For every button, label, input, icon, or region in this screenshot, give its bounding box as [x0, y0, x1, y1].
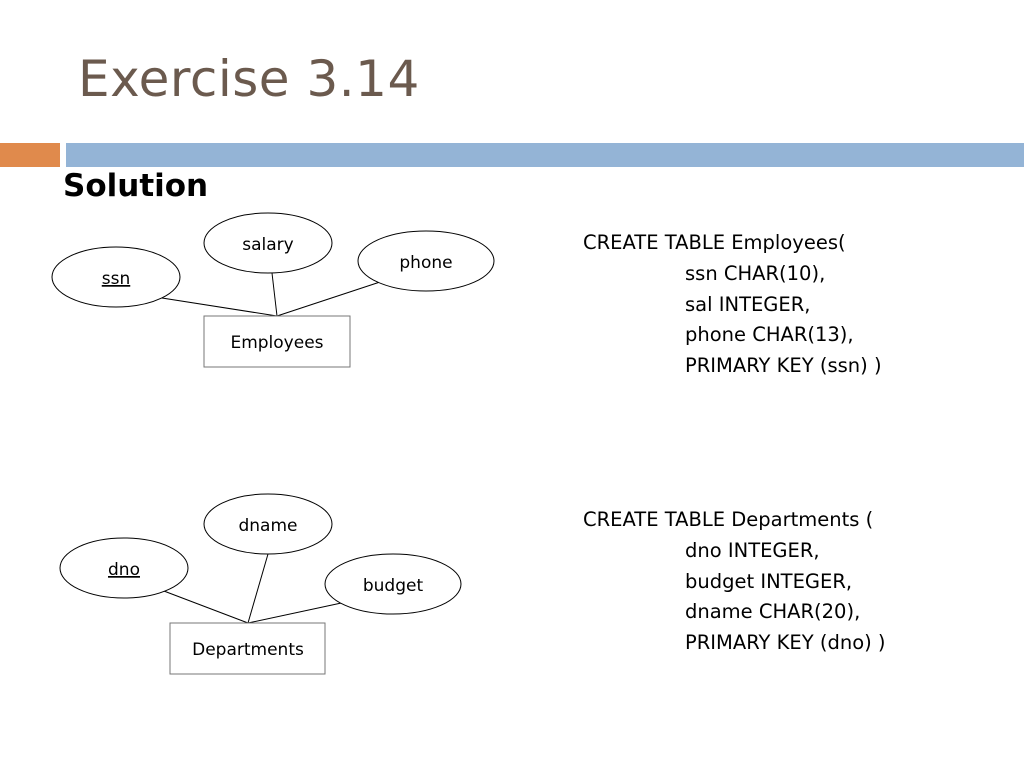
- attribute-ssn-ellipse: [51, 246, 181, 308]
- attribute-phone-ellipse: [357, 230, 495, 292]
- connector-dno-departments: [155, 587, 249, 624]
- sql-departments-line: PRIMARY KEY (dno) ): [685, 631, 886, 655]
- entity-departments-label: Departments: [192, 640, 304, 660]
- attribute-salary-ellipse: [203, 212, 333, 274]
- accent-bar-orange: [0, 143, 60, 167]
- departments-er-diagram: dno dname budget Departments: [59, 493, 462, 675]
- entity-employees-label: Employees: [230, 333, 323, 353]
- attribute-dno-label: dno: [108, 560, 140, 580]
- sql-employees-line: sal INTEGER,: [685, 292, 811, 316]
- sql-departments-line: budget INTEGER,: [685, 569, 853, 593]
- sql-employees-line: ssn CHAR(10),: [685, 261, 826, 285]
- connector-ssn-employees: [161, 297, 278, 317]
- connector-phone-employees: [276, 281, 381, 317]
- attribute-budget-ellipse: [324, 553, 462, 615]
- attribute-dname-label: dname: [238, 516, 297, 536]
- sql-employees-line: PRIMARY KEY (ssn) ): [685, 354, 882, 378]
- connector-salary-employees: [271, 272, 278, 317]
- slide-subtitle: Solution: [63, 168, 209, 204]
- sql-employees-block: CREATE TABLE Employees( ssn CHAR(10), sa…: [583, 228, 882, 382]
- sql-employees-line: phone CHAR(13),: [685, 323, 854, 347]
- attribute-ssn-label: ssn: [102, 269, 131, 289]
- connector-budget-departments: [247, 601, 347, 624]
- employees-er-diagram: ssn salary phone Employees: [51, 212, 495, 368]
- sql-departments-line: dname CHAR(20),: [685, 600, 861, 624]
- attribute-phone-label: phone: [399, 253, 452, 273]
- slide-title: Exercise 3.14: [78, 50, 420, 108]
- sql-departments-block: CREATE TABLE Departments ( dno INTEGER, …: [583, 505, 886, 659]
- sql-employees-header: CREATE TABLE Employees(: [583, 231, 846, 254]
- accent-bar-blue: [66, 143, 1024, 167]
- sql-departments-line: dno INTEGER,: [685, 538, 820, 562]
- sql-departments-header: CREATE TABLE Departments (: [583, 508, 874, 531]
- attribute-dno-ellipse: [59, 537, 189, 599]
- entity-departments-box: [169, 622, 326, 675]
- entity-employees-box: [203, 315, 351, 368]
- connector-dname-departments: [247, 553, 269, 624]
- attribute-dname-ellipse: [203, 493, 333, 555]
- attribute-budget-label: budget: [363, 576, 424, 596]
- attribute-salary-label: salary: [242, 235, 293, 255]
